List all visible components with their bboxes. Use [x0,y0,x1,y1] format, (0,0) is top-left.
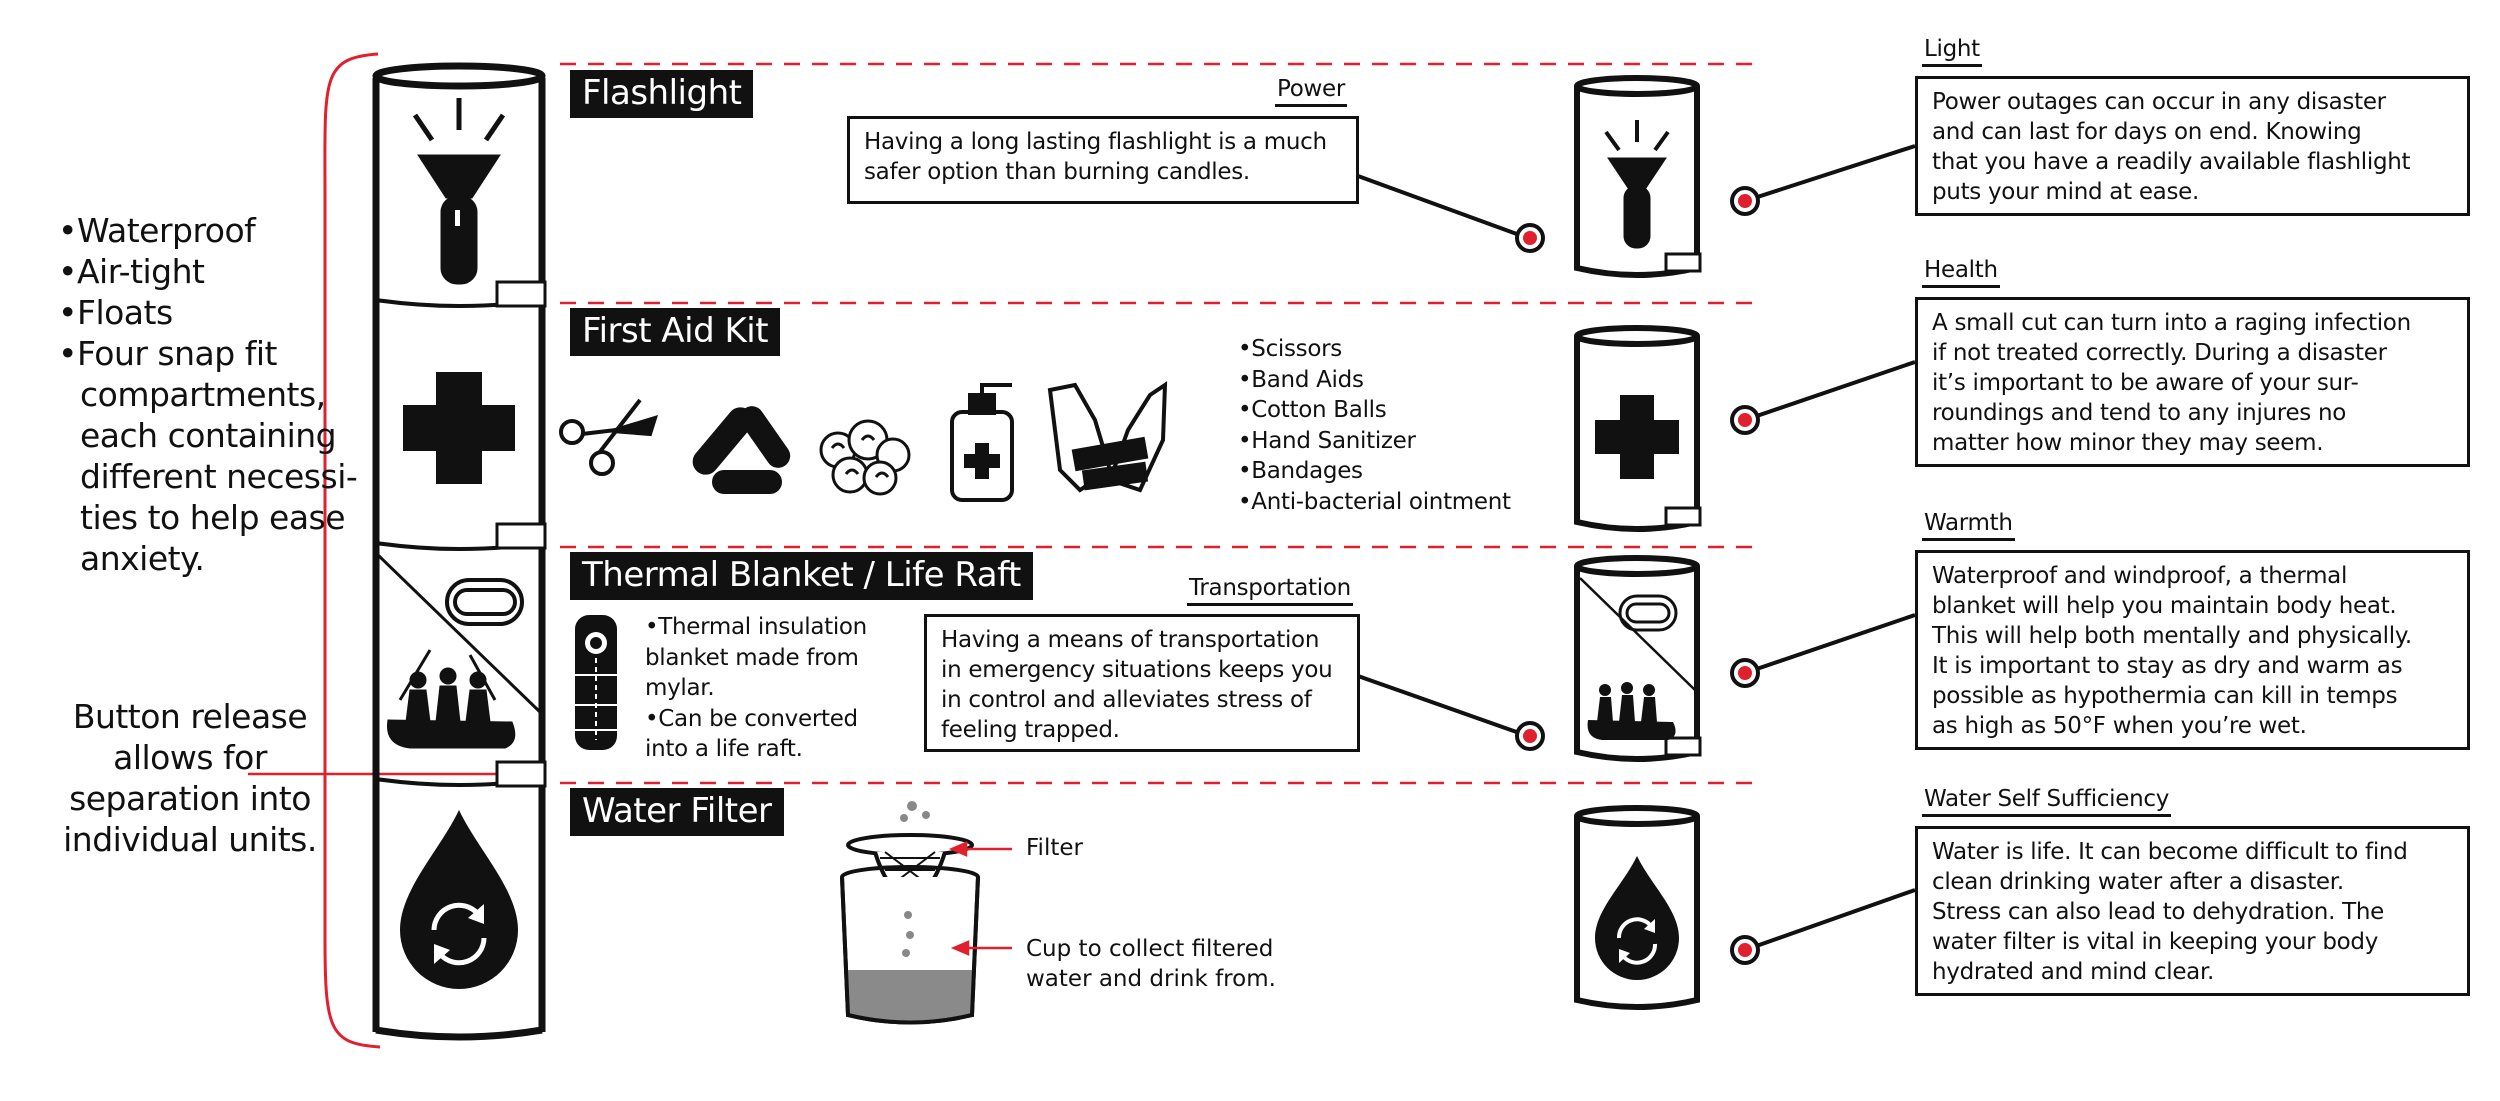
raft-icon [386,649,516,749]
thermal-bullet: into a life raft. [645,736,803,762]
bandage-hands-icon [1047,381,1168,493]
release-line: individual units. [63,820,317,859]
first-aid-item-list: •Scissors •Band Aids •Cotton Balls •Hand… [1238,334,1511,517]
feature-list: •Waterproof •Air-tight •Floats •Four sna… [58,210,358,579]
section-separators [560,62,1760,785]
cup-label: Cup to collect filtered water and drink … [1026,934,1276,994]
thermal-bullet: •Can be converted [645,705,858,732]
filter-label: Filter [1026,835,1083,861]
raft-icon [1587,682,1676,740]
thermal-bullet: blanket made from [645,644,859,671]
feature-line: •Air-tight [58,252,205,291]
marker-dots [1515,186,1760,965]
scissors-icon [559,398,659,476]
right-box-warmth: Waterproof and windproof, a thermal blan… [1915,550,2470,750]
first-aid-item: •Hand Sanitizer [1238,427,1416,454]
feature-line: ties to help ease [80,498,346,537]
feature-line: different necessi- [80,457,358,496]
filter-pointer [948,841,1012,857]
medical-cross-icon [1595,395,1679,479]
section-title-water: Water Filter [570,788,784,836]
tube-device [372,62,547,1041]
release-line: separation into [69,779,311,818]
right-label-warmth: Warmth [1922,510,2015,541]
first-aid-item: •Anti-bacterial ointment [1238,488,1511,515]
first-aid-item: •Band Aids [1238,366,1364,393]
box-label-transportation: Transportation [1187,575,1353,606]
band-aids-icon [692,406,791,494]
right-label-health: Health [1922,257,2000,288]
water-drop-refresh-icon [1595,856,1679,980]
transportation-box: Having a means of transportation in emer… [924,614,1360,752]
thermal-bullet: mylar. [645,675,715,701]
medical-cross-icon [403,372,515,484]
feature-line: •Waterproof [58,211,256,250]
first-aid-item: •Scissors [1238,336,1342,362]
cup-label-line: water and drink from. [1026,966,1276,992]
first-aid-item: •Cotton Balls [1238,397,1387,423]
connector-lines [1357,144,1916,952]
right-label-light: Light [1922,36,1982,67]
box-label-power: Power [1275,76,1348,107]
first-aid-item: •Bandages [1238,458,1363,484]
cup-label-line: Cup to collect filtered [1026,936,1274,962]
section-title-flashlight: Flashlight [570,70,754,118]
feature-line: compartments, [80,375,326,414]
canister-thermal [1574,555,1702,762]
compartment-diagonal [1579,577,1696,691]
release-line: allows for [113,738,267,777]
feature-line: •Four snap fit [58,334,277,373]
water-filter-cup-icon [840,801,980,1025]
right-label-water: Water Self Sufficiency [1922,786,2172,817]
thermal-bullets: •Thermal insulation blanket made from my… [645,612,867,765]
flashlight-icon [1604,120,1670,249]
water-drop-refresh-icon [400,810,518,989]
right-box-water: Water is life. It can become difficult t… [1915,826,2470,996]
thermal-bullet: •Thermal insulation [645,614,867,640]
compartment-diagonal [376,553,542,714]
blanket-icon [445,578,524,626]
feature-line: each containing [80,416,337,455]
cup-pointer [950,940,1012,956]
sleeping-bag-icon [575,615,617,750]
feature-line: anxiety. [80,539,205,578]
hand-sanitizer-icon [950,383,1014,502]
right-box-health: A small cut can turn into a raging infec… [1915,297,2470,467]
right-box-light: Power outages can occur in any disaster … [1915,76,2470,216]
release-note: Button release allows for separation int… [40,696,340,860]
section-title-thermal: Thermal Blanket / Life Raft [570,552,1033,600]
feature-line: •Floats [58,293,173,332]
flashlight-icon [412,98,506,285]
bracket-icon [323,52,381,1049]
release-line: Button release [72,697,308,736]
section-title-first-aid: First Aid Kit [570,308,781,356]
blanket-icon [1618,594,1678,632]
cotton-balls-icon [819,419,911,496]
power-box: Having a long lasting flashlight is a mu… [847,116,1359,204]
